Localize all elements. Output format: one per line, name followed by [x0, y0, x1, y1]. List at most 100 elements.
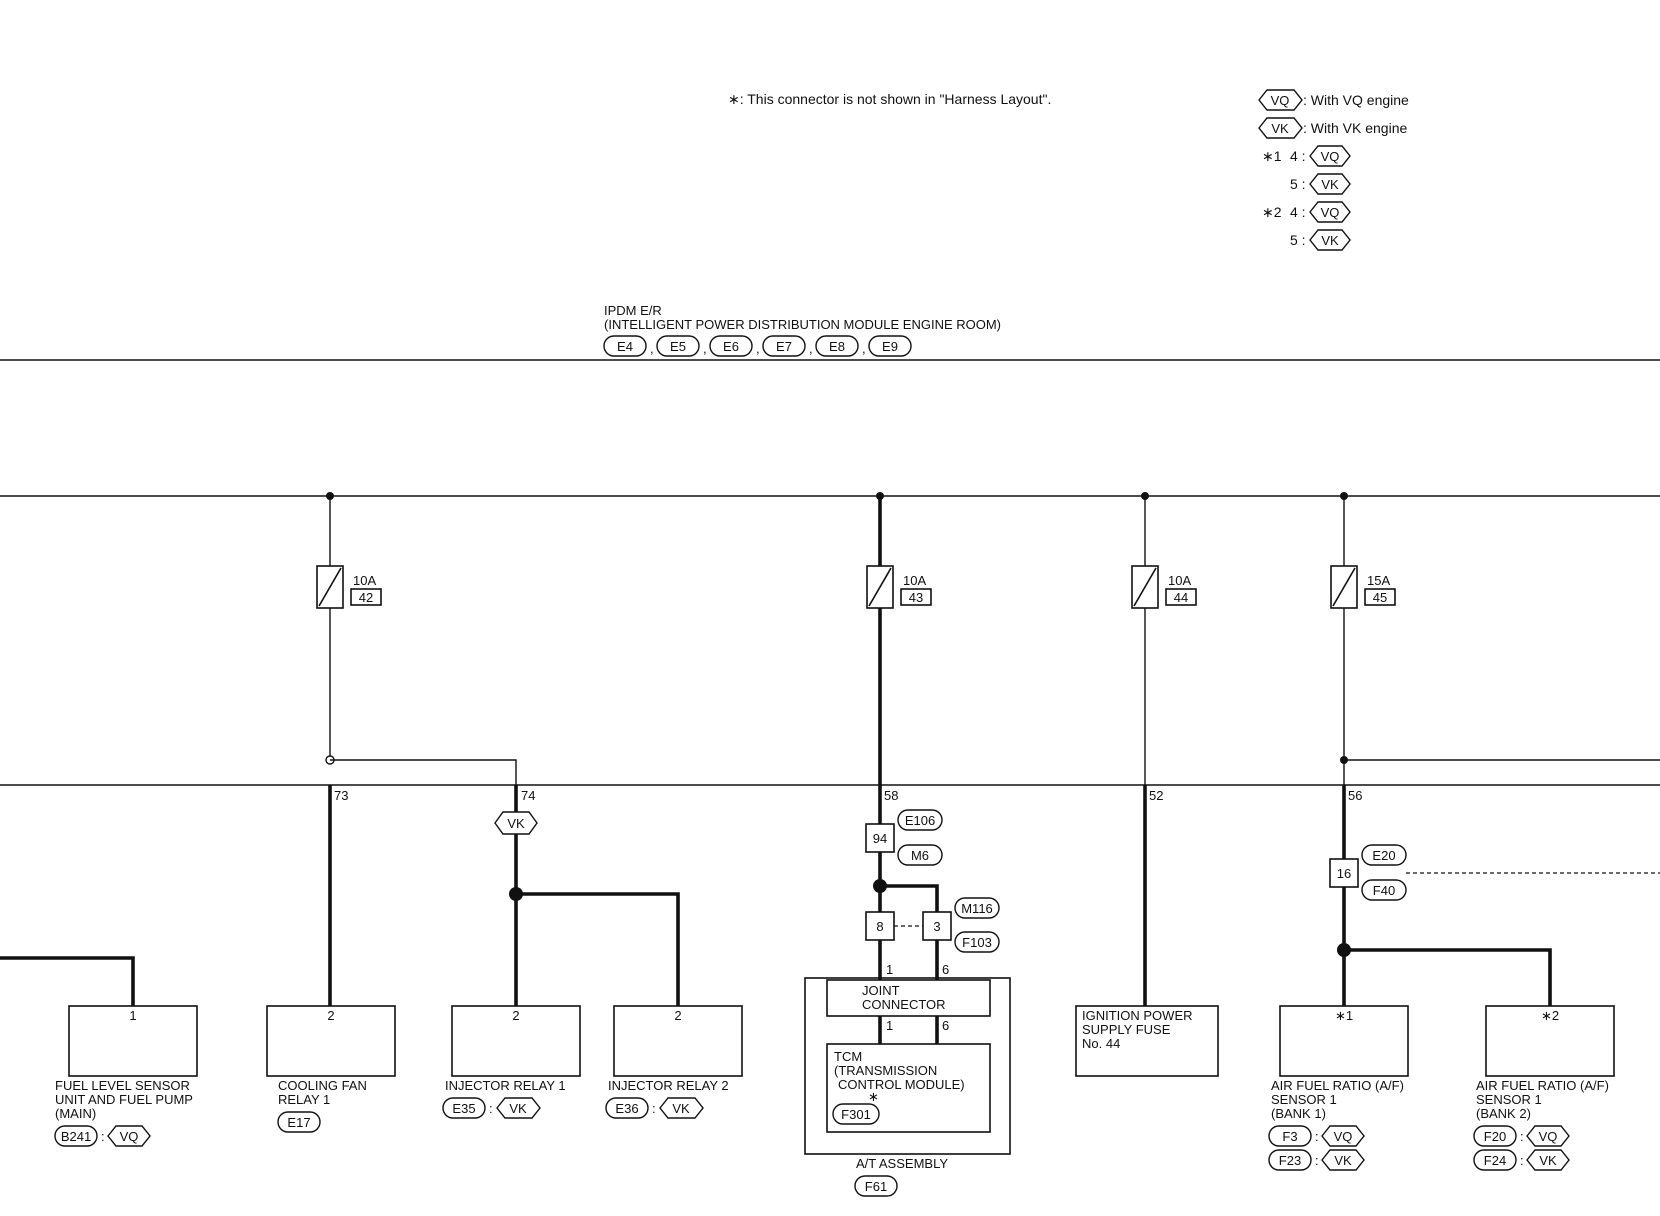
connector-f103: [954, 931, 1000, 953]
legend-star2: ∗2: [1262, 204, 1282, 220]
star2-vq-shape: [1309, 201, 1351, 223]
fuel-level-sensor-line1: FUEL LEVEL SENSOR: [55, 1078, 190, 1093]
fuel-level-sensor-line3: (MAIN): [55, 1106, 96, 1121]
vq-tag-shape: [1258, 89, 1303, 111]
legend-star1-vk: VK: [1321, 177, 1339, 192]
af-sensor-bank2-connector-a: [1473, 1125, 1517, 1147]
fuse-44: 10A 44: [1131, 565, 1197, 609]
injector-relay-1-pin: 2: [512, 1008, 519, 1023]
af-sensor-bank2-connector-b-label: F24: [1484, 1153, 1506, 1168]
fuse-43-element: [868, 567, 892, 607]
af-sensor-bank2-vq-shape: [1526, 1125, 1570, 1147]
fuse-44-element: [1133, 567, 1157, 607]
joint-connector-line2: CONNECTOR: [862, 997, 946, 1012]
injector-relay-1-connector: [442, 1097, 486, 1119]
vk-tag-74-shape: [494, 811, 538, 835]
af-sensor-bank1-pin: ∗1: [1335, 1008, 1353, 1023]
ignition-power-supply-fuse-line3: No. 44: [1082, 1036, 1120, 1051]
wire-fuel-pump: [0, 956, 135, 1006]
legend: ∗: This connector is not shown in "Harne…: [728, 89, 1409, 251]
ignition-power-supply-fuse-body: [1075, 1005, 1219, 1077]
legend-vq-text: : With VQ engine: [1303, 92, 1409, 108]
tcm-line1: TCM: [834, 1049, 862, 1064]
injector-relay-2-vk-shape: [659, 1097, 704, 1119]
joint-pin-1: 1: [886, 962, 893, 977]
af-sensor-bank2-line3: (BANK 2): [1476, 1106, 1531, 1121]
pin-56: 56: [1348, 788, 1362, 803]
cooling-fan-relay-pin: 2: [327, 1008, 334, 1023]
injector-relay-1-vk: VK: [509, 1101, 527, 1116]
vk-tag-shape: [1258, 117, 1303, 139]
connector-3-label: 3: [933, 919, 940, 934]
legend-vq-tag: VQ: [1271, 93, 1290, 108]
af-sensor-bank2-sep-b: :: [1520, 1153, 1524, 1168]
cooling-fan-relay-body: [266, 1005, 396, 1077]
cooling-fan-relay-connector: [277, 1111, 321, 1133]
injector-relay-2-pin: 2: [674, 1008, 681, 1023]
pin-73: 73: [334, 788, 348, 803]
wire-split-af2: [1344, 948, 1552, 1006]
ipdm-sep-4: ,: [809, 341, 813, 356]
fuse-45-amp: 15A: [1367, 573, 1390, 588]
connector-8-label: 8: [876, 919, 883, 934]
connector-16-label: 16: [1337, 866, 1351, 881]
at-assembly-connector-label: F61: [865, 1179, 887, 1194]
ipdm-connector-e8-label: E8: [829, 339, 845, 354]
ipdm-sep-3: ,: [756, 341, 760, 356]
injector-relay-2-connector: [605, 1097, 649, 1119]
ignition-power-supply-fuse-line2: SUPPLY FUSE: [1082, 1022, 1171, 1037]
fuse-45-num: 45: [1373, 590, 1387, 605]
cooling-fan-relay: 2 COOLING FAN RELAY 1 E17: [266, 1005, 396, 1133]
af-sensor-bank2-connector-b: [1473, 1149, 1517, 1171]
fuse-44-num: 44: [1174, 590, 1188, 605]
af-sensor-bank1-vk-shape: [1321, 1149, 1365, 1171]
af-sensor-bank2-vq: VQ: [1539, 1129, 1558, 1144]
fuse-43-amp: 10A: [903, 573, 926, 588]
tcm-line3: CONTROL MODULE): [838, 1077, 965, 1092]
legend-star2-vq: VQ: [1321, 205, 1340, 220]
ipdm-sep-2: ,: [703, 341, 707, 356]
fuel-level-sensor: 1 FUEL LEVEL SENSOR UNIT AND FUEL PUMP (…: [54, 1005, 198, 1147]
fuse-45-num-box: [1364, 588, 1396, 606]
injector-relay-1-vk-shape: [496, 1097, 541, 1119]
af-sensor-bank2-connector-a-label: F20: [1484, 1129, 1506, 1144]
af-sensor-bank1-sep-b: :: [1315, 1153, 1319, 1168]
connector-f103-label: F103: [962, 935, 992, 950]
fuel-level-sensor-vq: VQ: [120, 1129, 139, 1144]
injector-relay-2-vk: VK: [672, 1101, 690, 1116]
ipdm-connector-e4: [603, 335, 647, 357]
legend-star1: ∗1: [1262, 148, 1282, 164]
legend-star2-pin5: 5 :: [1290, 232, 1306, 248]
injector-relay-2-line1: INJECTOR RELAY 2: [608, 1078, 729, 1093]
af-sensor-bank1-body: [1279, 1005, 1409, 1077]
joint-connector-line1: JOINT: [862, 983, 900, 998]
ipdm-connector-e8: [815, 335, 859, 357]
tcm-pin-6: 6: [942, 1018, 949, 1033]
af-sensor-bank2-pin: ∗2: [1541, 1008, 1559, 1023]
pin-52: 52: [1149, 788, 1163, 803]
af-sensor-bank2-line1: AIR FUEL RATIO (A/F): [1476, 1078, 1609, 1093]
connector-94-label: 94: [873, 831, 887, 846]
af-sensor-bank1-sep-a: :: [1315, 1129, 1319, 1144]
wire-split-c3: [880, 884, 939, 912]
fuel-level-sensor-connector-label: B241: [61, 1129, 91, 1144]
af-sensor-bank2-line2: SENSOR 1: [1476, 1092, 1542, 1107]
af-sensor-bank2-sep-a: :: [1520, 1129, 1524, 1144]
injector-relay-2-body: [613, 1005, 743, 1077]
legend-star1-vq: VQ: [1321, 149, 1340, 164]
vk-tag-74: VK: [507, 816, 525, 831]
ipdm-connector-e5-label: E5: [670, 339, 686, 354]
af-sensor-bank2-vk-shape: [1526, 1149, 1570, 1171]
ipdm-connector-e9: [868, 335, 912, 357]
ipdm-sep-5: ,: [862, 341, 866, 356]
connector-f40: [1361, 879, 1407, 901]
fuel-level-sensor-pin: 1: [129, 1008, 136, 1023]
fuse-45: 15A 45: [1330, 565, 1396, 609]
af-sensor-bank1-vk: VK: [1334, 1153, 1352, 1168]
at-assembly: 1 6 JOINT CONNECTOR 1 6 TCM (TRANSMISSIO…: [804, 940, 1011, 1155]
wire-73-to-74: [330, 759, 517, 785]
connector-f40-label: F40: [1373, 883, 1395, 898]
af-sensor-bank1-connector-b-label: F23: [1279, 1153, 1301, 1168]
fuse-45-element: [1332, 567, 1356, 607]
cooling-fan-relay-connector-label: E17: [287, 1115, 310, 1130]
